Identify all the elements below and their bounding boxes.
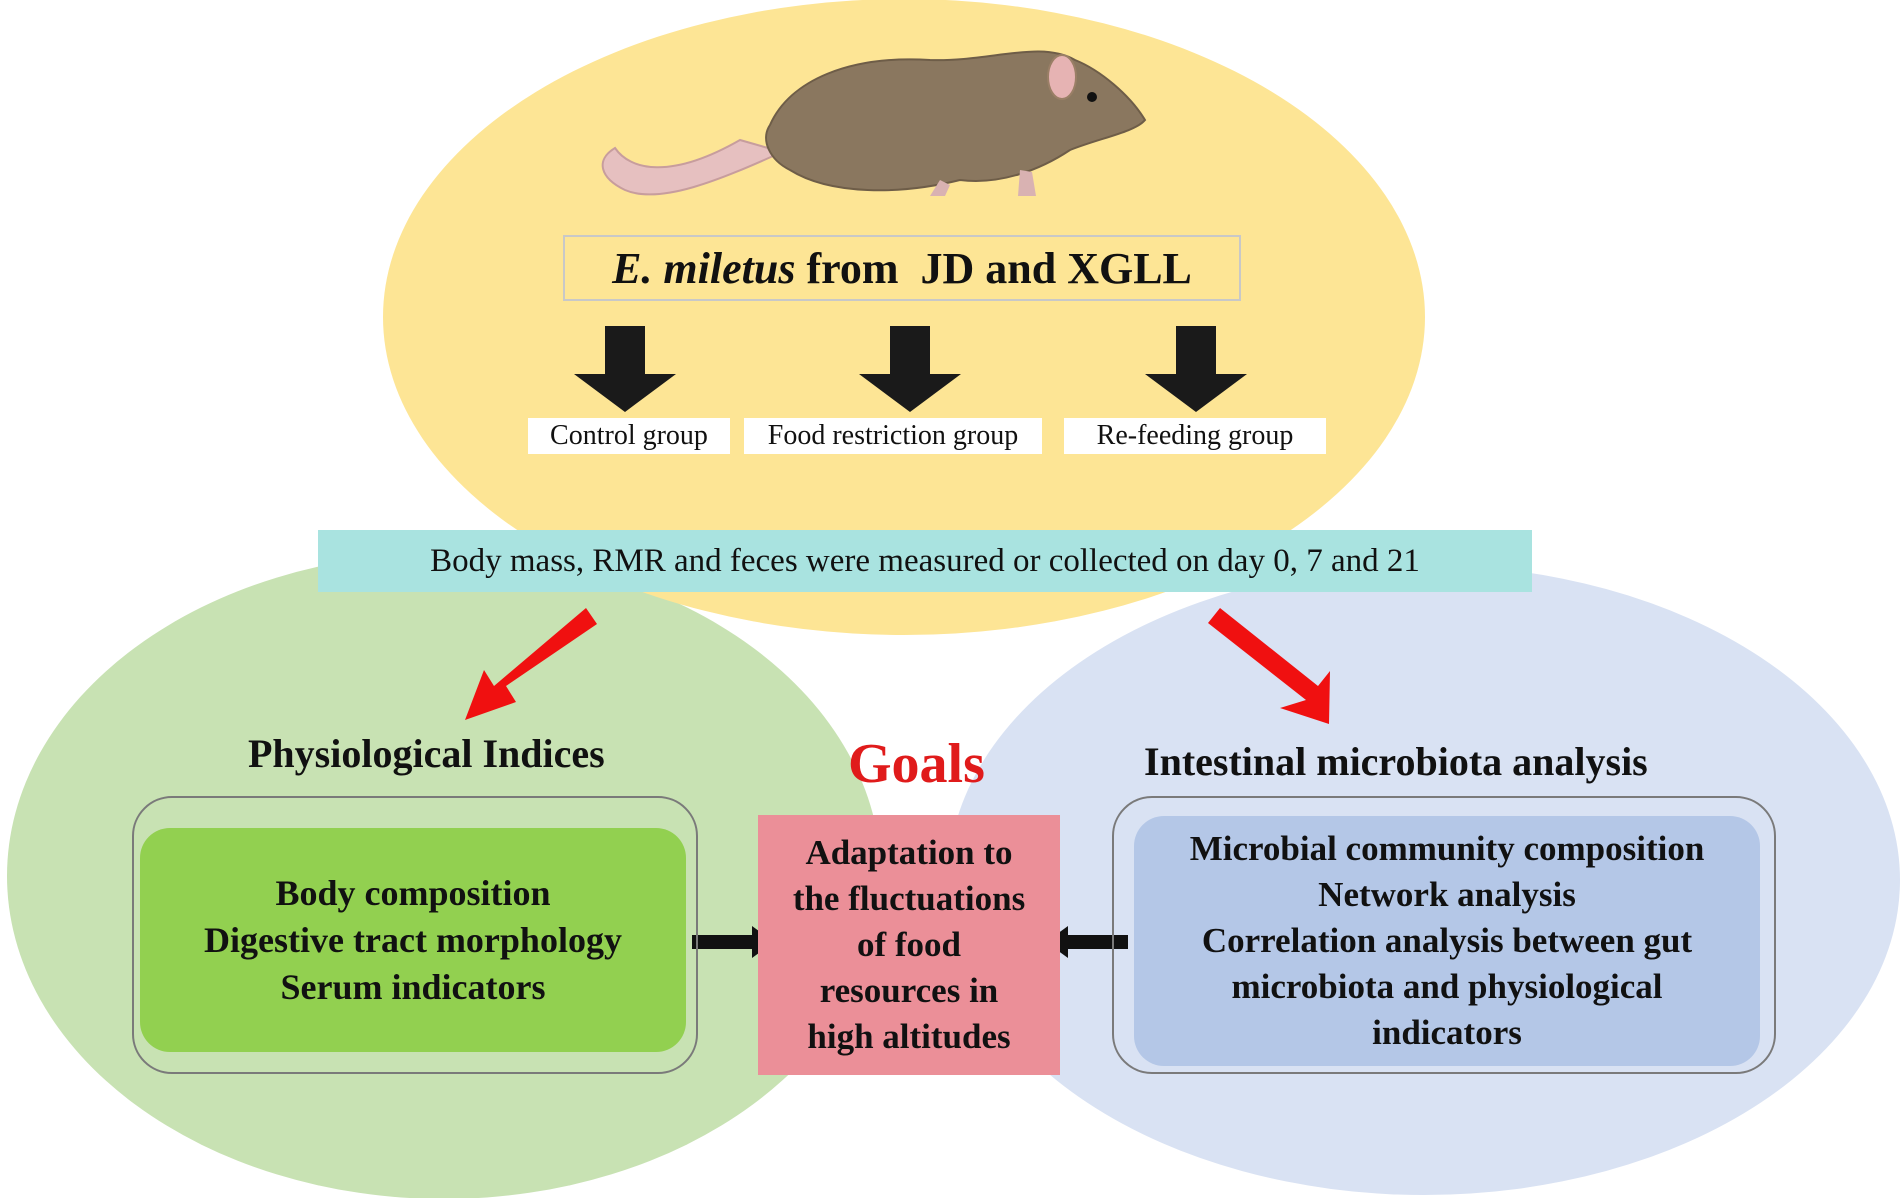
goal-line: high altitudes (807, 1017, 1011, 1056)
red-arrow-right (1208, 608, 1330, 724)
microbiota-line: Network analysis (1318, 875, 1576, 914)
goal-line: of food (856, 925, 962, 964)
mouse-illustration (601, 50, 1147, 196)
measurement-bar: Body mass, RMR and feces were measured o… (318, 530, 1532, 592)
microbiota-line: microbiota and physiological (1231, 967, 1663, 1006)
microbiota-outer-box (1112, 796, 1776, 1074)
arrow-to-goals-left (692, 926, 774, 958)
goals-title: Goals (848, 733, 985, 795)
physiological-item: Serum indicators (280, 966, 546, 1007)
species-name: E. miletus (612, 243, 796, 293)
group-control: Control group (528, 418, 730, 454)
red-arrows (465, 608, 1330, 724)
physiological-title: Physiological Indices (248, 731, 605, 776)
microbiota-line: Microbial community composition (1189, 829, 1705, 868)
experiment-ellipse (383, 0, 1425, 635)
down-arrow-restriction (859, 326, 961, 412)
down-arrows (574, 326, 1247, 412)
goal-line: Adaptation to (805, 833, 1013, 872)
arrow-to-goals-right (1046, 926, 1128, 958)
microbiota-line: indicators (1372, 1013, 1522, 1052)
down-arrow-refeeding (1145, 326, 1247, 412)
study-title-box: E. miletus from JD and XGLL (563, 235, 1241, 301)
physiological-item: Body composition (275, 872, 551, 913)
physiological-item: Digestive tract morphology (204, 919, 622, 960)
study-sites: from JD and XGLL (795, 243, 1192, 293)
microbiota-title: Intestinal microbiota analysis (1144, 739, 1648, 784)
goal-line: resources in (819, 971, 999, 1010)
physiological-box: Body composition Digestive tract morphol… (140, 828, 686, 1052)
microbiota-line: Correlation analysis between gut (1201, 921, 1693, 960)
goal-line: the fluctuations (792, 879, 1026, 918)
physiological-outer-box (132, 796, 698, 1074)
group-food-restriction: Food restriction group (744, 418, 1042, 454)
group-refeeding: Re-feeding group (1064, 418, 1326, 454)
down-arrow-control (574, 326, 676, 412)
goal-arrows (692, 926, 1128, 958)
microbiota-box: Microbial community composition Network … (1134, 816, 1760, 1066)
goal-box: Adaptation to the fluctuations of food r… (758, 815, 1060, 1075)
red-arrow-left (465, 608, 597, 720)
